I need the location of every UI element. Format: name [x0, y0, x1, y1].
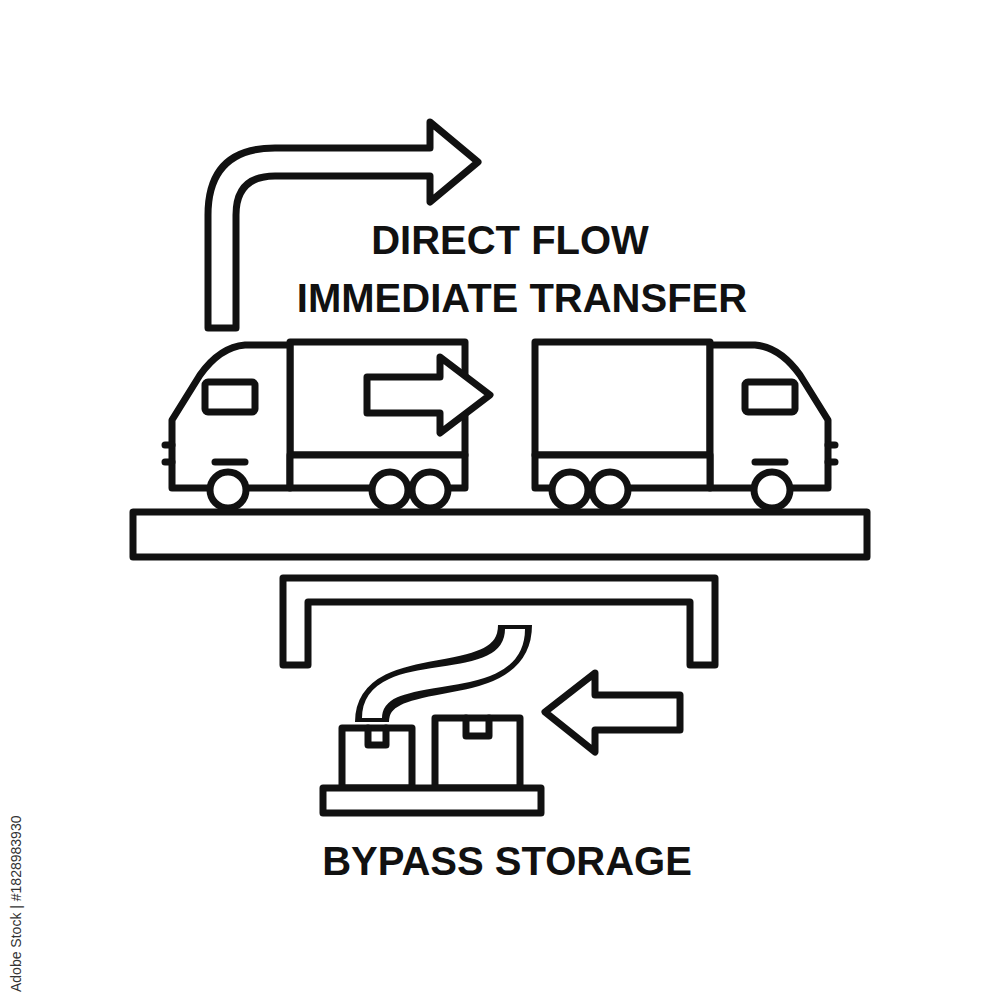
inbound-arrow — [545, 673, 680, 752]
platform — [133, 512, 867, 557]
bypass-pipe — [372, 625, 515, 722]
watermark-id: Adobe Stock | #1828983930 — [8, 816, 24, 992]
transfer-arrow — [367, 357, 490, 433]
heading-text: DIRECT FLOW — [371, 217, 649, 263]
truck-left — [165, 342, 465, 508]
box — [435, 718, 520, 788]
truck-right — [535, 342, 835, 508]
heading-text: IMMEDIATE TRANSFER — [297, 275, 747, 321]
pallet — [323, 788, 541, 813]
caption-text: BYPASS STORAGE — [322, 838, 692, 884]
box — [342, 728, 412, 788]
